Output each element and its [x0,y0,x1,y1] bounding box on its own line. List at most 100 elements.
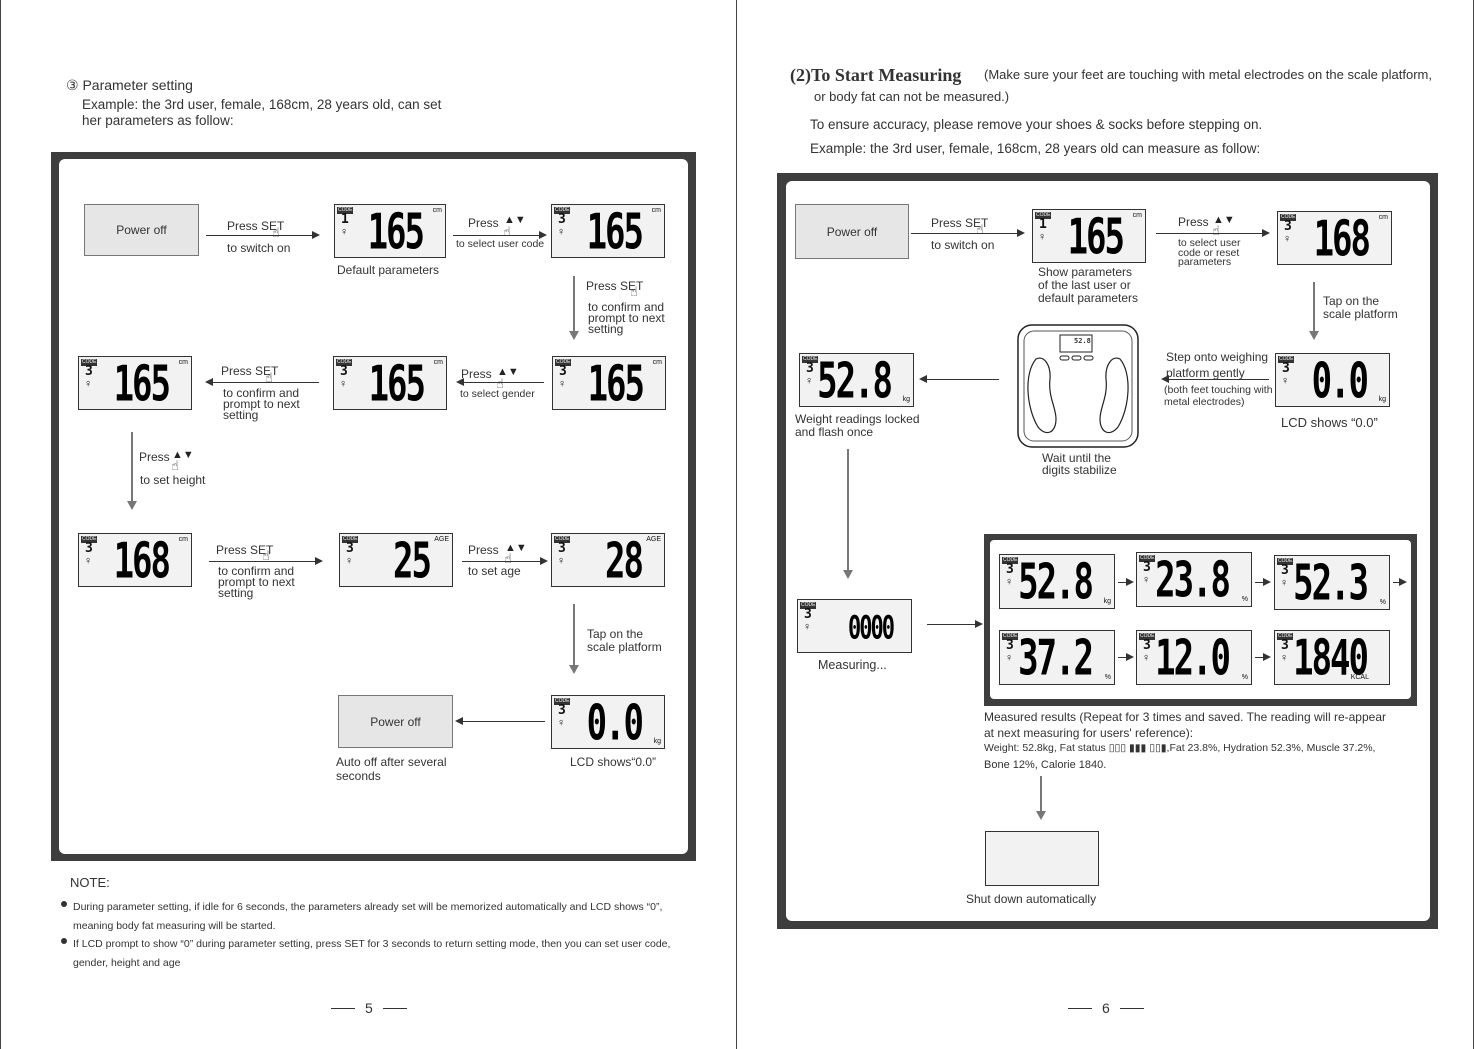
code-label: CODE [81,536,98,543]
arrow-down [569,276,579,340]
arrow-left [455,717,545,725]
user-code: 3 [804,607,812,622]
lcd-shows-label: LCD shows “0.0” [1281,415,1378,430]
code-label: CODE [1002,557,1019,564]
page-number-6: 6 [1068,1000,1143,1016]
accuracy-note: To ensure accuracy, please remove your s… [810,117,1263,132]
pointing-finger-icon: ☝ [265,370,273,385]
user-code: 3 [558,212,566,227]
arrow-left [456,378,544,386]
lcd-display-user-select: CODE 3 ♀ 165 cm [552,356,666,410]
person-icon: ♀ [1283,233,1292,245]
pointing-finger-icon: ☝ [1212,223,1220,238]
unit-label: KCAL [1350,674,1369,681]
lcd-display-height: CODE 3 ♀ 168 cm [78,533,192,587]
unit-label: % [1104,674,1111,681]
lcd-digits: 0.0 [1311,353,1369,407]
lcd-shows-label: LCD shows“0.0” [570,755,657,769]
lcd-digits: 0.0 [586,695,644,749]
arrow-left [1161,375,1269,383]
unit-label: % [1241,674,1248,681]
bullet [61,901,67,907]
lcd-display-user-3: CODE 3 ♀ 165 cm [551,204,665,258]
press-set-label: Press SET [931,216,989,230]
code-label: CODE [336,359,353,366]
person-icon: ♀ [805,375,814,387]
step-onto-label: Step onto weighing platform gently [1166,350,1269,380]
lcd-display-168: CODE 3 ♀ 168 cm [1277,211,1392,265]
wait-stabilize-label: Wait until the digits stabilize [1042,451,1117,477]
default-parameters-label: Default parameters [337,263,440,277]
lcd-result-calorie: CODE 3 ♀ 1840 KCAL [1274,630,1390,685]
lcd-result-muscle: CODE 3 ♀ 37.2 % [999,630,1115,685]
up-down-icon: ▲▼ [505,542,527,554]
arrow-right [1118,653,1134,661]
code-label: CODE [1139,633,1156,640]
to-switch-on-label: to switch on [227,241,291,255]
results-text-4: Bone 12%, Calorie 1840. [984,759,1107,771]
pointing-finger-icon: ☝ [496,376,504,391]
user-code: 3 [559,364,567,379]
lcd-display-last-user: CODE 1 ♀ 165 cm [1032,209,1146,263]
unit-label: AGE [646,536,661,543]
person-icon: ♀ [1142,652,1151,664]
heading-note-line2: or body fat can not be measured.) [814,89,1010,104]
select-user-label: to select user code or reset parameters [1178,237,1241,268]
arrow-down [569,604,579,674]
page-number-5: 5 [331,1000,406,1016]
lcd-digits: 168 [113,533,171,587]
code-label: CODE [1277,558,1294,565]
unit-label: kg [1378,396,1386,403]
press-label: Press [468,543,499,557]
to-set-age-label: to set age [468,564,521,578]
code-label: CODE [337,207,354,214]
person-icon: ♀ [1280,652,1289,664]
arrow-down [1309,282,1319,340]
unit-label: kg [1103,598,1111,605]
code-label: CODE [1035,212,1052,219]
power-off-box: Power off [84,204,199,256]
user-code: 3 [346,541,354,556]
lcd-display-gender: CODE 3 ♀ 165 cm [333,356,447,410]
lcd-digits: 28 [605,533,644,587]
user-code: 3 [1284,219,1292,234]
to-select-gender-label: to select gender [460,388,535,400]
shut-down-label: Shut down automatically [966,892,1097,906]
results-text-3: Weight: 52.8kg, Fat status ▯▯▯ ▮▮▮ ▯▯▮,F… [984,742,1376,754]
code-label: CODE [1280,214,1297,221]
up-down-icon: ▲▼ [172,449,194,461]
lcd-display-zero: CODE 3 ♀ 0.0 kg [551,695,665,749]
up-down-icon: ▲▼ [497,366,519,378]
lcd-digits: 1840 [1293,630,1369,685]
parameter-setting-intro: Example: the 3rd user, female, 168cm, 28… [82,97,442,128]
tap-platform-label: Tap on the scale platform [587,627,662,654]
unit-label: % [1241,596,1248,603]
to-switch-on-label: to switch on [931,238,995,252]
person-icon: ♀ [1142,574,1151,586]
person-icon: ♀ [339,378,348,390]
lcd-digits: 37.2 [1018,630,1094,685]
person-icon: ♀ [84,555,93,567]
arrow-right [1255,578,1271,586]
lcd-digits: 165 [113,356,171,410]
person-icon: ♀ [803,621,812,633]
lcd-digits: 165 [586,204,644,258]
lcd-digits: 52.8 [1018,554,1094,609]
user-code: 3 [85,364,93,379]
press-label: Press [1178,215,1209,229]
lcd-digits: 23.8 [1155,552,1231,607]
measuring-label: Measuring... [818,658,887,672]
lcd-result-fat: CODE 3 ♀ 23.8 % [1136,552,1252,607]
user-code: 3 [1143,638,1151,653]
pointing-finger-icon: ☝ [503,224,511,239]
code-label: CODE [1002,633,1019,640]
lcd-display-female: CODE 3 ♀ 165 cm [78,356,192,410]
lcd-digits: 52.8 [817,353,893,407]
power-off-box: Power off [338,695,453,748]
scale-lcd-digits: 52.8 [1074,337,1091,345]
confirm-prompt-label: to confirm and prompt to next setting [218,564,295,600]
code-label: CODE [1139,555,1156,562]
press-set-label: Press SET [586,279,644,293]
arrow-left [205,378,319,386]
lcd-display-zero: CODE 3 ♀ 0.0 kg [1275,353,1390,407]
